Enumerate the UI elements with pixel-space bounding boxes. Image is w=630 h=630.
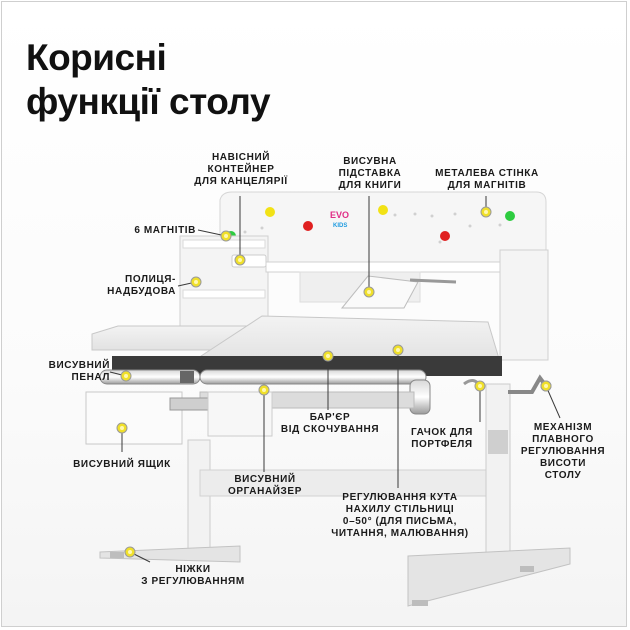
title-line-1: Корисні [26,37,167,78]
magnet-green-2 [505,211,515,221]
label-tilt: Регулювання кута нахилу стільниці 0–50° … [331,492,469,539]
label-organizer: Висувний органайзер [228,474,302,497]
book-stand [340,275,457,309]
label-drawer: Висувний ящик [73,459,171,470]
metal-wall-panel [219,191,547,263]
label-shelf: Полиця- надбудова [107,274,176,297]
marker-magnets [220,230,232,242]
callout-markers [116,206,552,558]
label-mechanism: Механізм плавного регулювання висоти сто… [520,422,606,481]
leader-lines [109,196,561,563]
marker-metal-wall [480,206,492,218]
label-barrier: Бар'єр від скочування [280,412,380,435]
magnet-yellow-1 [265,207,275,217]
marker-drawer [116,422,128,434]
label-container: Навісний контейнер для канцелярії [194,152,288,187]
brand-logo: EVO [330,210,349,220]
brand-logo-sub: KIDS [333,223,347,229]
marker-pencil-case [120,370,132,382]
magnet-red-1 [303,221,313,231]
legs [99,383,571,607]
marker-legs [124,546,136,558]
marker-tilt [392,344,404,356]
drawer [85,391,211,445]
marker-book-stand [363,286,375,298]
magnet-red-2 [440,231,450,241]
label-magnets: 6 магнітів [134,225,196,236]
title-line-2: функції столу [26,81,271,122]
label-legs: Ніжки з регулюванням [141,564,245,587]
marker-shelf [190,276,202,288]
barrier-rod [199,369,427,385]
magnet-yellow-2 [378,205,388,215]
label-hook: Гачок для портфеля [411,427,473,450]
marker-barrier [322,350,334,362]
page-title: Корисні функції столу [26,36,271,124]
label-pencil-case: Висувний пенал [48,360,110,383]
marker-hook [474,380,486,392]
marker-mechanism [540,380,552,392]
marker-container [234,254,246,266]
label-book-stand: Висувна підставка для книги [338,156,402,191]
marker-organizer [258,384,270,396]
label-metal-wall: Металева стінка для магнітів [435,168,539,191]
organizer-box [207,391,273,437]
